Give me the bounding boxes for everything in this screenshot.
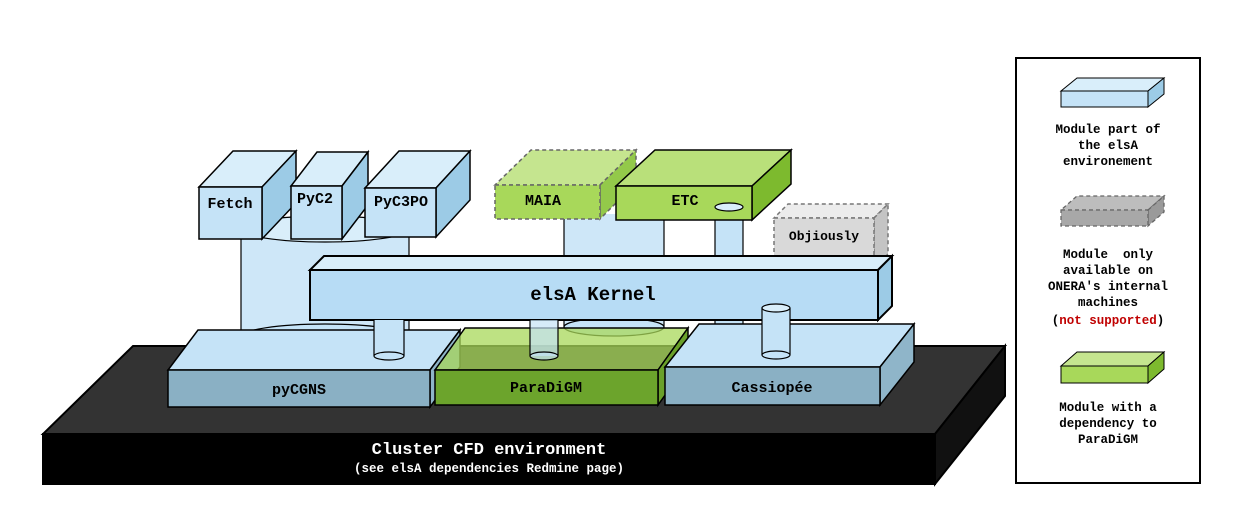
legend-gray-line4: machines	[1078, 296, 1138, 310]
module-pyc2[interactable]: PyC2	[289, 149, 370, 242]
legend-gray-line3: ONERA's internal	[1048, 280, 1168, 294]
connector-cylinder-cassiopee	[761, 303, 791, 360]
module-pyc3po[interactable]: PyC3PO	[363, 149, 472, 239]
module-pycgns[interactable]: pyCGNS	[166, 327, 462, 410]
connector-cylinder-paradigm	[529, 320, 559, 361]
legend-swatch-gray	[1059, 194, 1166, 228]
legend-green-line1: Module with a	[1059, 401, 1157, 415]
module-pyc3po-label: PyC3PO	[374, 194, 428, 211]
module-fetch-label: Fetch	[207, 196, 252, 213]
module-objiously-label: Objiously	[789, 229, 859, 244]
module-paradigm[interactable]: ParaDiGM	[433, 325, 690, 408]
legend-gray-note-close: )	[1157, 314, 1165, 328]
legend-gray-line2: available on	[1063, 264, 1153, 278]
legend-gray-note: (not supported)	[1052, 314, 1165, 328]
module-paradigm-label: ParaDiGM	[510, 380, 582, 397]
legend-blue-line1: Module part of	[1055, 123, 1160, 137]
legend-green-line3: ParaDiGM	[1078, 433, 1138, 447]
legend-green-line2: dependency to	[1059, 417, 1157, 431]
legend-blue-line3: environement	[1063, 155, 1153, 169]
legend-swatch-green	[1059, 350, 1166, 385]
module-pycgns-label: pyCGNS	[272, 382, 326, 399]
connector-cylinder-pycgns-small	[373, 320, 405, 361]
module-fetch[interactable]: Fetch	[197, 149, 298, 241]
connector-cylinder-etc-top	[714, 202, 744, 212]
module-etc-label: ETC	[671, 193, 698, 210]
platform-title: Cluster CFD environment	[372, 441, 607, 460]
platform-subtitle: (see elsA dependencies Redmine page)	[354, 462, 624, 476]
legend-gray-line1: Module only	[1063, 248, 1154, 262]
legend: Module part of the elsA environement Mod…	[1015, 57, 1201, 484]
module-elsa-kernel[interactable]: elsA Kernel	[307, 253, 895, 323]
legend-gray-note-text: not supported	[1059, 314, 1157, 328]
legend-gray-note-open: (	[1052, 314, 1060, 328]
legend-blue-line2: the elsA	[1078, 139, 1139, 153]
legend-swatch-blue	[1059, 76, 1166, 109]
module-kernel-label: elsA Kernel	[530, 284, 655, 306]
module-pyc2-label: PyC2	[297, 191, 333, 208]
module-etc[interactable]: ETC	[614, 148, 793, 222]
module-cassiopee-label: Cassiopée	[731, 380, 812, 397]
module-maia[interactable]: MAIA	[493, 148, 638, 221]
module-maia-label: MAIA	[525, 193, 561, 210]
